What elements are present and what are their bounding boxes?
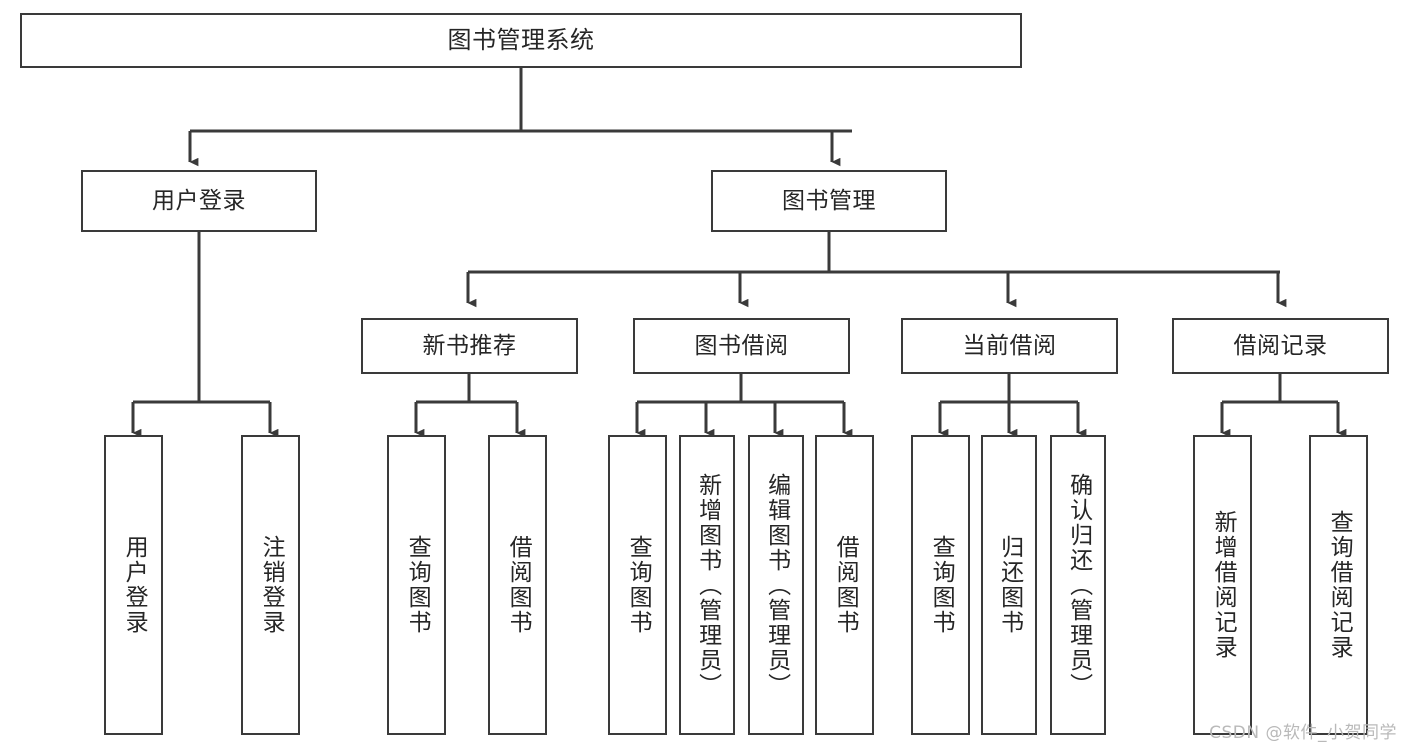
node-user-login[interactable]: 用户登录 <box>81 170 317 232</box>
node-leaf-borrow-book-recommend[interactable]: 借阅图书 <box>488 435 547 735</box>
node-leaf-query-book-borrow[interactable]: 查询图书 <box>608 435 667 735</box>
node-book-management[interactable]: 图书管理 <box>711 170 947 232</box>
node-leaf-borrow-book[interactable]: 借阅图书 <box>815 435 874 735</box>
node-label: 图书管理系统 <box>447 25 595 54</box>
node-label: 新增借阅记录 <box>1210 510 1237 660</box>
node-borrow-record[interactable]: 借阅记录 <box>1172 318 1389 374</box>
node-book-borrow[interactable]: 图书借阅 <box>633 318 850 374</box>
node-leaf-add-book-admin[interactable]: 新增图书（管理员） <box>679 435 735 735</box>
node-leaf-query-book-recommend[interactable]: 查询图书 <box>387 435 446 735</box>
node-label: 新书推荐 <box>422 332 517 359</box>
node-label: 图书管理 <box>782 187 876 214</box>
csdn-watermark: CSDN @软件_小贺同学 <box>1209 723 1397 743</box>
node-leaf-query-book-current[interactable]: 查询图书 <box>911 435 970 735</box>
node-label: 编辑图书（管理员） <box>763 472 790 698</box>
node-label: 查询图书 <box>928 535 955 635</box>
node-label: 查询借阅记录 <box>1326 510 1353 660</box>
node-label: 借阅图书 <box>505 535 532 635</box>
node-leaf-edit-book-admin[interactable]: 编辑图书（管理员） <box>748 435 804 735</box>
node-label: 当前借阅 <box>962 332 1057 359</box>
node-label: 借阅图书 <box>832 535 859 635</box>
node-leaf-query-borrow-record[interactable]: 查询借阅记录 <box>1309 435 1368 735</box>
node-leaf-confirm-return-admin[interactable]: 确认归还（管理员） <box>1050 435 1106 735</box>
node-label: 注销登录 <box>258 535 285 635</box>
node-new-book-recommend[interactable]: 新书推荐 <box>361 318 578 374</box>
node-label: 查询图书 <box>625 535 652 635</box>
node-label: 图书借阅 <box>694 332 789 359</box>
node-leaf-add-borrow-record[interactable]: 新增借阅记录 <box>1193 435 1252 735</box>
node-current-borrow[interactable]: 当前借阅 <box>901 318 1118 374</box>
node-label: 新增图书（管理员） <box>694 472 721 698</box>
node-root-book-management-system[interactable]: 图书管理系统 <box>20 13 1022 68</box>
node-label: 归还图书 <box>996 535 1023 635</box>
node-label: 用户登录 <box>152 187 246 214</box>
node-leaf-user-login[interactable]: 用户登录 <box>104 435 163 735</box>
node-label: 借阅记录 <box>1233 332 1328 359</box>
node-label: 用户登录 <box>121 535 148 635</box>
node-label: 查询图书 <box>404 535 431 635</box>
node-label: 确认归还（管理员） <box>1065 472 1092 698</box>
node-leaf-logout-login[interactable]: 注销登录 <box>241 435 300 735</box>
node-leaf-return-book[interactable]: 归还图书 <box>981 435 1037 735</box>
